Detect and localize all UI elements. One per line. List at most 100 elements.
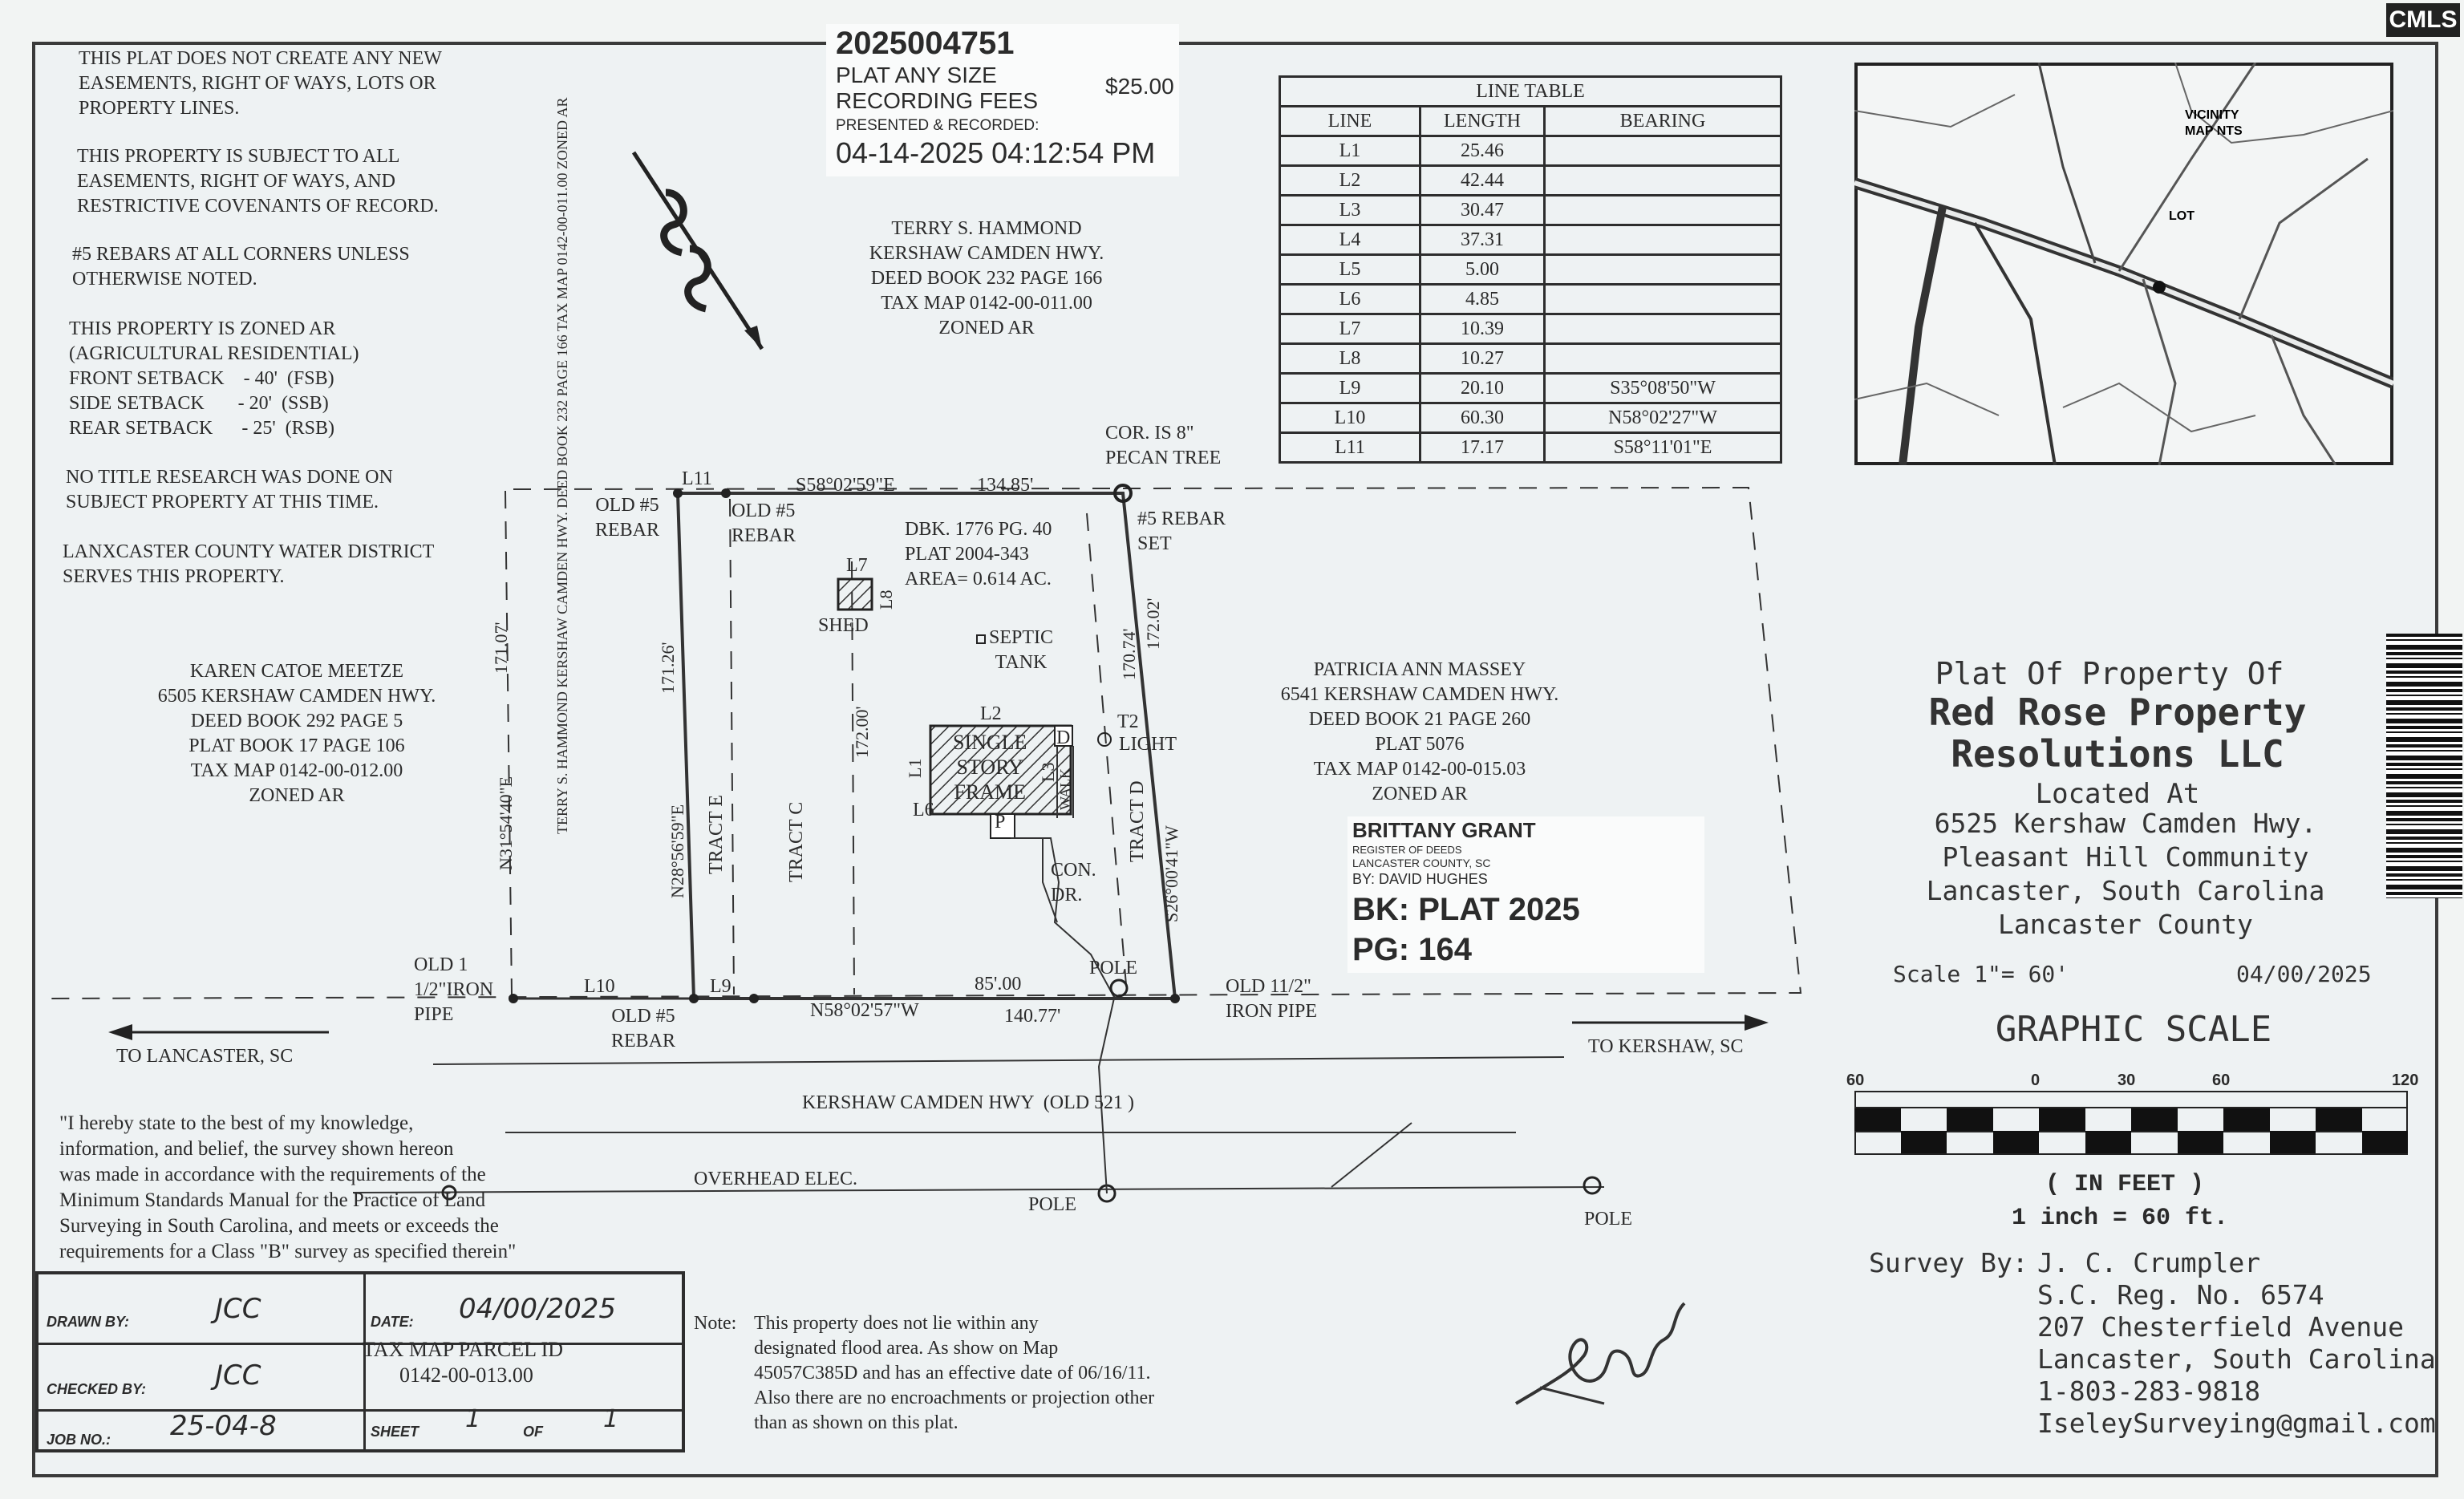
graphic-scale-bar: [1854, 1091, 2408, 1155]
label-rebar-set: #5 REBAR SET: [1137, 508, 1226, 554]
drawn-by-label: DRAWN BY:: [47, 1314, 129, 1330]
label-171-26: 171.26': [658, 642, 678, 694]
label-l6: L6: [913, 800, 934, 820]
label-d: D: [1056, 727, 1071, 748]
register-stamp: BRITTANY GRANT REGISTER OF DEEDS LANCAST…: [1348, 816, 1704, 973]
label-house: SINGLE STORY FRAME: [953, 731, 1027, 804]
label-cor-pecan: COR. IS 8" PECAN TREE: [1105, 423, 1222, 468]
label-l2: L2: [980, 703, 1002, 724]
line-table-cell-length: 4.85: [1419, 283, 1546, 315]
label-pole-3: POLE: [1584, 1209, 1632, 1230]
label-l11: L11: [682, 468, 712, 489]
line-table-title: LINE TABLE: [1279, 75, 1782, 107]
line-table-cell-length: 17.17: [1419, 431, 1546, 464]
scale-cell: [2269, 1131, 2316, 1153]
line-table-cell-bearing: [1543, 283, 1782, 315]
label-to-kershaw: TO KERSHAW, SC: [1588, 1036, 1744, 1057]
note-zoning: THIS PROPERTY IS ZONED AR (AGRICULTURAL …: [69, 318, 359, 439]
line-table-header-line: LINE: [1279, 105, 1421, 137]
flood-note-text: This property does not lie within any de…: [754, 1313, 1155, 1433]
note-title-research: NO TITLE RESEARCH WAS DONE ON SUBJECT PR…: [66, 467, 393, 512]
scale-inch-eq: 1 inch = 60 ft.: [2012, 1205, 2229, 1232]
label-deed-ref: DBK. 1776 PG. 40 PLAT 2004-343 AREA= 0.6…: [905, 519, 1052, 589]
line-table-cell-bearing: [1543, 164, 1782, 196]
checked-by-label: CHECKED BY:: [47, 1381, 147, 1397]
label-171-07: 171.07': [491, 622, 511, 674]
line-table-cell-length: 25.46: [1419, 135, 1546, 167]
vicinity-map-lot: LOT: [2169, 209, 2194, 223]
survey-by-label: Survey By:: [1869, 1247, 2028, 1278]
line-table-cell-line: L11: [1279, 431, 1421, 464]
barcode: [2386, 634, 2462, 898]
north-arrow-icon: [631, 151, 764, 350]
of-value: 1: [603, 1405, 619, 1433]
label-172-02: 172.02': [1143, 598, 1163, 650]
line-table-cell-length: 10.39: [1419, 313, 1546, 345]
title-owner: Red Rose Property Resolutions LLC: [1928, 691, 2307, 776]
line-table-header-bearing: BEARING: [1543, 105, 1782, 137]
register-title: REGISTER OF DEEDS: [1352, 844, 1462, 856]
line-table-cell-line: L6: [1279, 283, 1421, 315]
label-l9: L9: [710, 976, 732, 997]
register-county: LANCASTER COUNTY, SC: [1352, 857, 1491, 869]
title-located-at: Located At: [2035, 778, 2200, 810]
label-west-bearing: N31°54'40"E: [496, 776, 516, 870]
scale-cell: [2223, 1108, 2270, 1131]
scale-cell: [2316, 1108, 2362, 1131]
date-value: 04/00/2025: [459, 1293, 616, 1325]
tax-parcel-label: TAX MAP PARCEL ID: [363, 1338, 564, 1361]
label-to-lancaster: TO LANCASTER, SC: [116, 1046, 294, 1067]
line-table-cell-line: L1: [1279, 135, 1421, 167]
label-east-bearing: S26°00'41"W: [1161, 825, 1181, 922]
date-label: DATE:: [371, 1314, 414, 1330]
checked-by-value: JCC: [215, 1359, 261, 1392]
note-water-district: LANXCASTER COUNTY WATER DISTRICT SERVES …: [63, 541, 435, 587]
surveyor-certification: "I hereby state to the best of my knowle…: [59, 1112, 517, 1262]
line-table-cell-line: L8: [1279, 342, 1421, 375]
line-table-cell-bearing: [1543, 253, 1782, 286]
adjoiner-north: TERRY S. HAMMOND KERSHAW CAMDEN HWY. DEE…: [869, 218, 1104, 338]
recording-datetime: 04-14-2025 04:12:54 PM: [836, 136, 1156, 169]
register-by: BY: DAVID HUGHES: [1352, 871, 1488, 887]
label-old-rebar-c: OLD #5 REBAR: [611, 1006, 676, 1051]
title-scale: Scale 1"= 60': [1893, 961, 2069, 987]
line-table-cell-length: 60.30: [1419, 402, 1546, 434]
scale-cell: [1900, 1131, 1947, 1153]
line-table-cell-bearing: S35°08'50"W: [1543, 372, 1782, 404]
line-table-cell-line: L7: [1279, 313, 1421, 345]
scale-cell: [2361, 1131, 2408, 1153]
label-170-74: 170.74': [1119, 628, 1139, 680]
line-table-cell-line: L4: [1279, 224, 1421, 256]
label-light: LIGHT: [1119, 734, 1177, 755]
line-table-cell-length: 5.00: [1419, 253, 1546, 286]
line-table-cell-bearing: N58°02'27"W: [1543, 402, 1782, 434]
drawing-info-block: [35, 1271, 685, 1452]
scale-tick-0: 0: [2031, 1072, 2040, 1089]
line-table-cell-bearing: S58°11'01"E: [1543, 431, 1782, 464]
scale-cell: [2039, 1108, 2085, 1131]
corner-logo: CMLS: [2386, 3, 2460, 37]
sheet-value: 1: [465, 1405, 481, 1433]
job-no-value: 25-04-8: [170, 1410, 277, 1442]
sheet-label: SHEET: [371, 1424, 419, 1440]
recording-stamp: 2025004751 PLAT ANY SIZE RECORDING FEES …: [826, 24, 1179, 176]
line-table-cell-length: 10.27: [1419, 342, 1546, 375]
scale-cell: [1947, 1108, 1993, 1131]
label-tract-c: TRACT C: [786, 801, 807, 882]
label-walk: WALK: [1057, 768, 1073, 810]
adjoiner-west: KAREN CATOE MEETZE 6505 KERSHAW CAMDEN H…: [157, 661, 436, 806]
label-septic: SEPTIC TANK: [989, 627, 1054, 673]
scale-tick-60-left: 60: [1846, 1072, 1865, 1089]
recording-line1: PLAT ANY SIZE: [836, 63, 997, 87]
recording-line2: RECORDING FEES: [836, 88, 1039, 113]
title-date: 04/00/2025: [2236, 961, 2372, 987]
